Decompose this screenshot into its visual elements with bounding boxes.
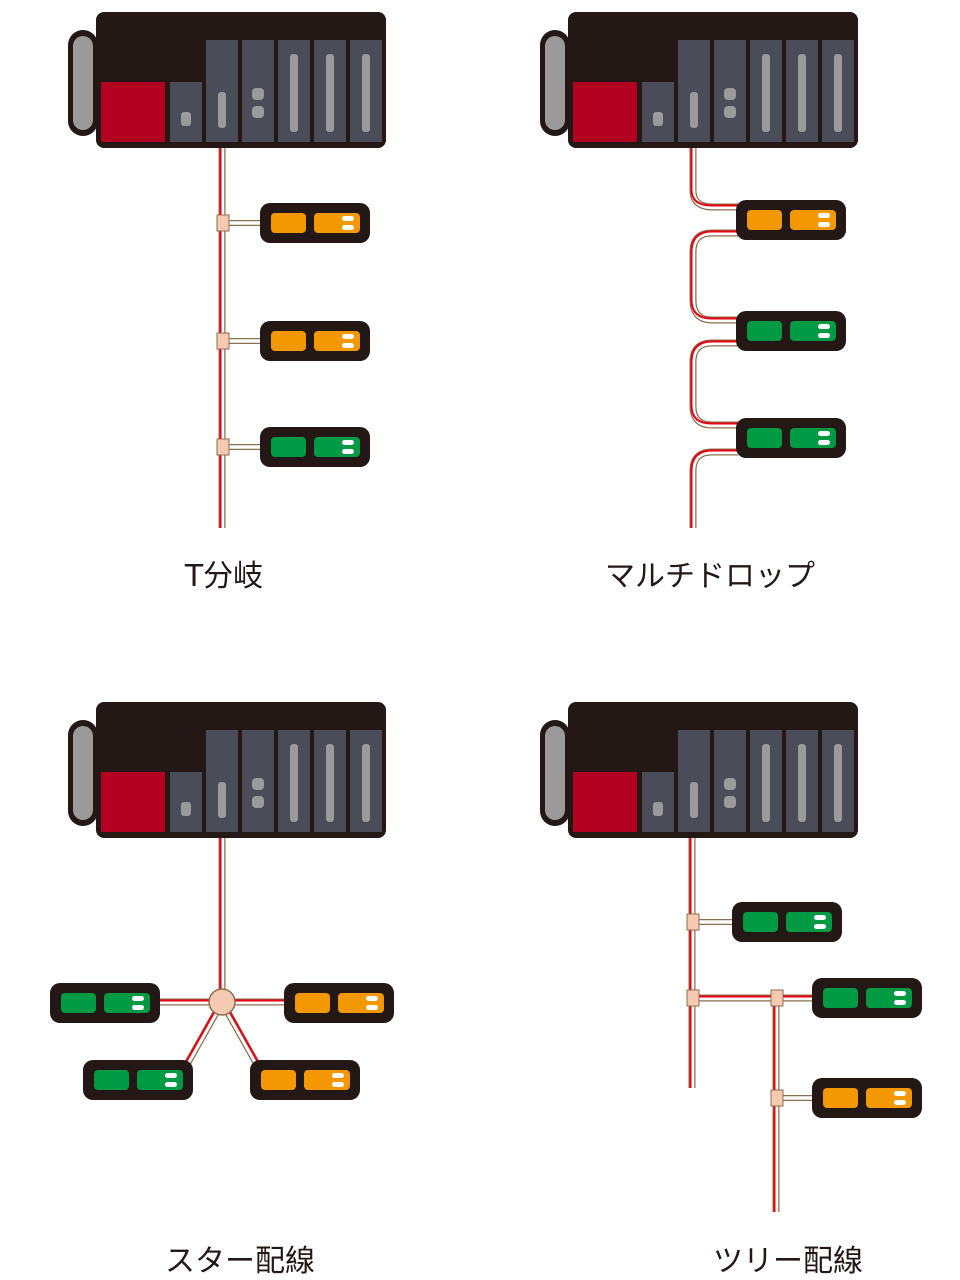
remote-device-green bbox=[812, 978, 922, 1018]
remote-device-green bbox=[736, 418, 846, 458]
remote-device-green bbox=[50, 983, 160, 1023]
remote-device-orange bbox=[736, 200, 846, 240]
remote-device-orange bbox=[284, 983, 394, 1023]
plc-rack bbox=[540, 702, 858, 838]
t-connector bbox=[770, 1089, 784, 1107]
plc-rack bbox=[68, 12, 386, 148]
panel-t-branch: T分岐 bbox=[68, 12, 386, 594]
panel-tree: ツリー配線 bbox=[540, 702, 922, 1279]
caption-t-branch: T分岐 bbox=[184, 559, 263, 594]
remote-device-orange bbox=[250, 1060, 360, 1100]
t-connector bbox=[216, 332, 230, 350]
t-connector bbox=[770, 989, 784, 1007]
remote-device-green bbox=[736, 311, 846, 351]
daisy-chain-cable bbox=[689, 148, 738, 528]
star-hub bbox=[208, 988, 236, 1016]
remote-device-orange bbox=[812, 1078, 922, 1118]
t-connector bbox=[686, 989, 700, 1007]
remote-device-orange bbox=[260, 203, 370, 243]
tree-cables bbox=[688, 838, 812, 1212]
remote-device-green bbox=[732, 902, 842, 942]
plc-rack bbox=[68, 702, 386, 838]
panel-multidrop: マルチドロップ bbox=[540, 12, 858, 594]
caption-multidrop: マルチドロップ bbox=[605, 559, 815, 594]
remote-device-green bbox=[83, 1060, 193, 1100]
t-connector bbox=[216, 438, 230, 456]
t-connector bbox=[216, 214, 230, 232]
t-connector bbox=[686, 913, 700, 931]
panel-star: スター配線 bbox=[50, 702, 394, 1279]
caption-tree: ツリー配線 bbox=[713, 1244, 863, 1279]
remote-device-orange bbox=[260, 321, 370, 361]
caption-star: スター配線 bbox=[165, 1244, 315, 1279]
plc-rack bbox=[540, 12, 858, 148]
star-cables bbox=[158, 838, 288, 1068]
remote-device-green bbox=[260, 427, 370, 467]
